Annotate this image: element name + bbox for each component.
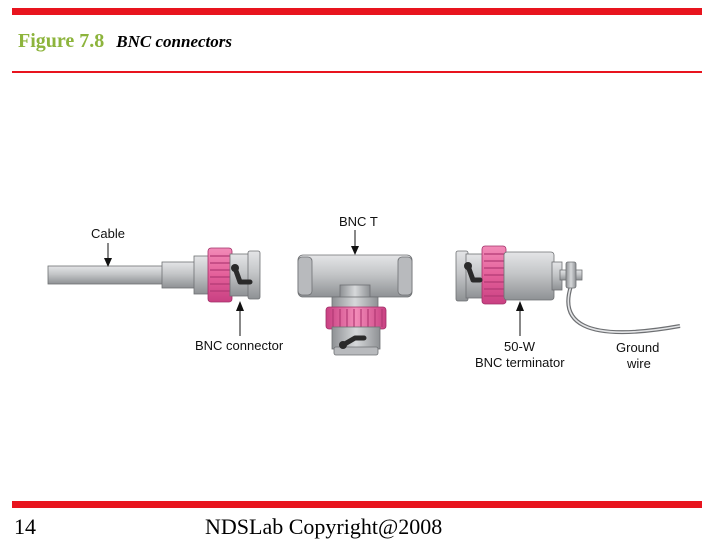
cable-arrowhead [104,258,112,267]
t-bayonet-pin [339,341,347,349]
slide-number: 14 [14,514,36,539]
cable-with-bnc-connector [47,247,261,303]
bnc-t-connector [297,254,413,356]
coaxial-cable [47,265,165,285]
bnc-t-label: BNC T [339,214,378,229]
ring-knurling [210,255,230,292]
ground-wire-label-line2: wire [626,356,651,371]
bnc-connector-arrowhead [236,301,244,311]
t-ring-knurling [332,309,383,327]
bnc-t-arrowhead [351,246,359,255]
t-bayonet-ring [325,306,387,330]
bayonet-pin [231,264,239,272]
ground-wire-label-line1: Ground [616,340,659,355]
figure-number: Figure 7.8 [18,30,105,52]
terminator-ring-knurling [484,253,504,297]
bnc-terminator [455,245,681,335]
terminator-bayonet-slot [465,263,483,283]
terminator-sleeve [465,253,485,299]
terminator-label-line1: 50-W [504,339,536,354]
bottom-accent-bar [12,501,702,508]
cable-label: Cable [91,226,125,241]
slide-title: Figure 7.8 BNC connectors [18,30,232,53]
figure-caption: BNC connectors [116,32,233,51]
t-bottom-face [333,346,379,356]
t-bayonet-slot [340,335,367,348]
cable-crimp-sleeve [161,261,197,289]
terminator-lug [565,261,577,289]
bnc-connector-label: BNC connector [195,338,284,353]
t-right-port [397,256,413,296]
terminator-bayonet-pin [464,262,472,270]
top-accent-bar [12,8,702,15]
ground-wire-highlight [567,285,681,333]
terminator-label-line2: BNC terminator [475,355,565,370]
connector-face [247,250,261,300]
bayonet-slot [232,265,253,285]
terminator-arrowhead [516,301,524,311]
footer-copyright: NDSLab Copyright@2008 [205,514,443,539]
t-left-port [297,256,313,296]
title-underline [12,71,702,73]
terminator-body [503,251,555,301]
